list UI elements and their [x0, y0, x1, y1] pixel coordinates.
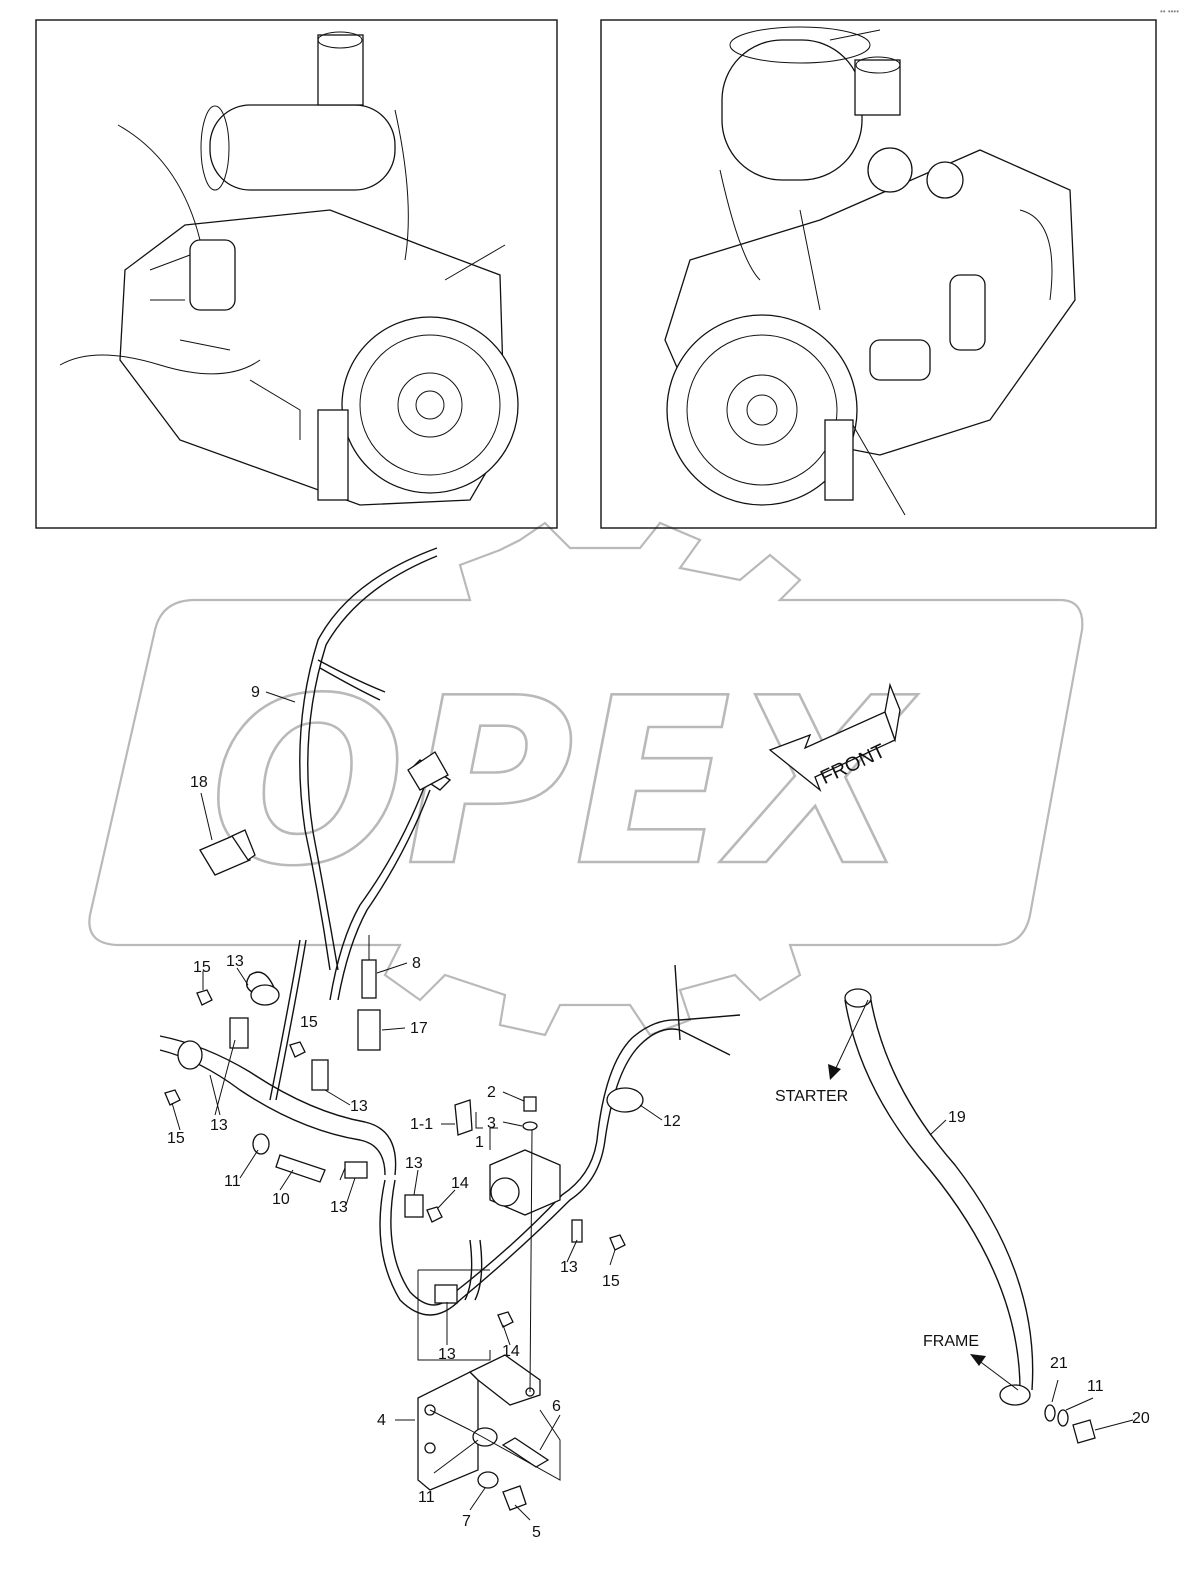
clamps-13: [177, 984, 583, 1304]
nuts-14: [426, 1206, 514, 1328]
bolt-20: [1072, 1419, 1096, 1444]
label-17: 17: [410, 1020, 428, 1037]
label-15-b: 15: [300, 1014, 318, 1031]
label-13-b: 13: [210, 1117, 228, 1134]
label-6: 6: [552, 1398, 561, 1415]
engine-illustration-left: [59, 31, 519, 506]
label-10: 10: [272, 1191, 290, 1208]
main-harness: [159, 547, 741, 1316]
starter-arrow: [828, 999, 869, 1080]
label-11-a: 11: [224, 1173, 241, 1190]
washer-11a: [252, 1133, 270, 1155]
grommet-12: [606, 1087, 644, 1113]
label-5: 5: [532, 1524, 541, 1541]
label-15-c: 15: [167, 1130, 185, 1147]
sensor-8: [361, 935, 377, 999]
engine-illustration-right: [664, 26, 1076, 516]
label-13-g: 13: [438, 1346, 456, 1363]
starter-callout: STARTER: [775, 1088, 848, 1105]
label-13-e: 13: [330, 1199, 348, 1216]
opex-watermark: OPEX: [88, 521, 1084, 1037]
label-7: 7: [462, 1513, 471, 1530]
cable-19: [844, 988, 1034, 1406]
label-13-d: 13: [405, 1155, 423, 1172]
label-14-a: 14: [451, 1175, 469, 1192]
label-19: 19: [948, 1109, 966, 1126]
relay-1: [489, 1149, 561, 1216]
corner-mark: •• ••••: [1160, 7, 1179, 16]
washer-11c: [1057, 1409, 1069, 1427]
engine-view-left-frame: [35, 19, 558, 529]
label-21: 21: [1050, 1355, 1068, 1372]
label-8: 8: [412, 955, 421, 972]
label-9: 9: [251, 684, 260, 701]
bracket-4: [417, 1354, 541, 1491]
label-13-c: 13: [350, 1098, 368, 1115]
bolt-5: [502, 1485, 527, 1511]
diode-10: [275, 1154, 326, 1183]
label-15-a: 15: [193, 959, 211, 976]
stud-6: [501, 1437, 550, 1468]
label-20: 20: [1132, 1410, 1150, 1427]
label-1-1: 1-1: [410, 1116, 433, 1133]
washer-7: [477, 1471, 499, 1489]
label-12: 12: [663, 1113, 681, 1130]
part-labels: 9 18 8 17 15 13 15 15 13 13 2 1-1 3 1 12…: [167, 684, 1150, 1541]
bolt-2: [523, 1096, 537, 1112]
engine-view-right-frame: [600, 19, 1157, 529]
fuse-1-1: [454, 1099, 473, 1136]
label-2: 2: [487, 1084, 496, 1101]
watermark-text: OPEX: [210, 650, 918, 917]
label-1: 1: [475, 1134, 484, 1151]
washer-21: [1044, 1404, 1056, 1422]
label-15-d: 15: [602, 1273, 620, 1290]
frame-arrow: [970, 1354, 1019, 1391]
label-3: 3: [487, 1115, 496, 1132]
label-13-f: 13: [560, 1259, 578, 1276]
bolts-15: [164, 989, 626, 1251]
label-13-a: 13: [226, 953, 244, 970]
connector-18: [199, 829, 256, 876]
washer-3: [522, 1121, 538, 1131]
fitting-17: [357, 1009, 381, 1051]
label-11-c: 11: [1087, 1378, 1104, 1395]
label-18: 18: [190, 774, 208, 791]
frame-callout: FRAME: [923, 1333, 979, 1350]
leader-lines: [171, 691, 1134, 1521]
label-14-b: 14: [502, 1343, 520, 1360]
label-11-b: 11: [418, 1489, 435, 1506]
label-4: 4: [377, 1412, 386, 1429]
connector-9-end: [407, 751, 449, 791]
